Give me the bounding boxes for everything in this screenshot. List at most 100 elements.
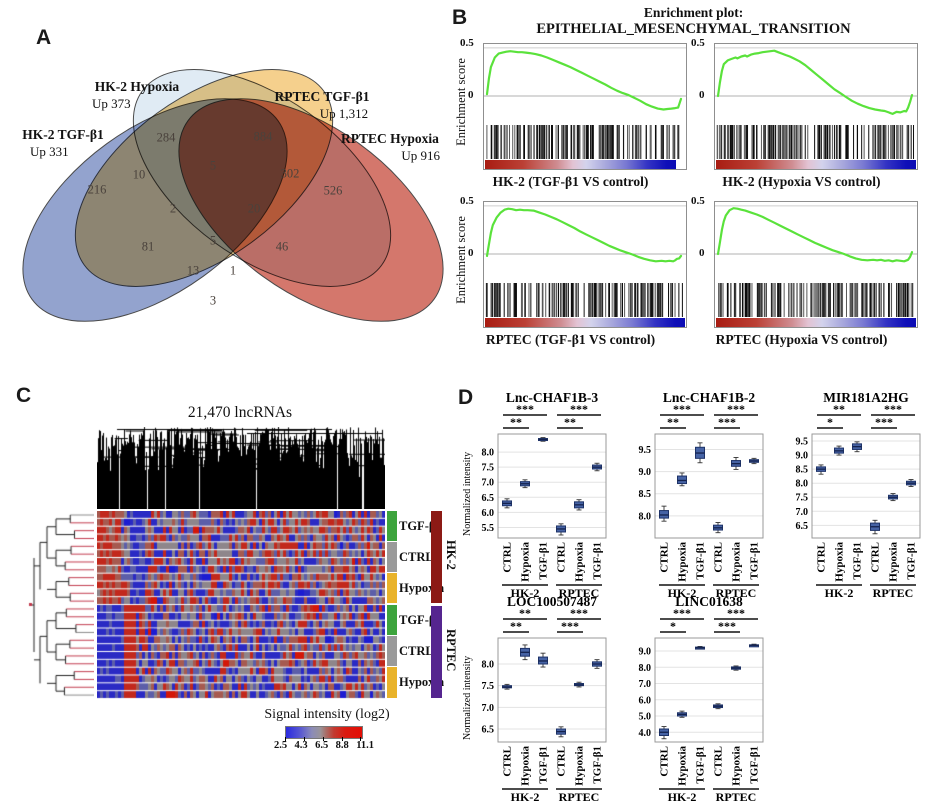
boxplot-xtick: Hypoxia: [677, 746, 689, 786]
significance-stars: ***: [570, 402, 588, 416]
boxplot-xtick: CTRL: [556, 542, 568, 573]
boxplot-ytick: 7.5: [482, 681, 495, 692]
legend-gradient-bar: [285, 726, 363, 739]
boxplot-xtick: Hypoxia: [574, 746, 586, 786]
row-dendrogram: [28, 511, 94, 699]
gsea-ylabel: Enrichment score: [454, 58, 468, 146]
gsea-plot-hk2-tgfb1: Enrichment score 0.5 0 HK-2 (TGF-β1 VS c…: [452, 37, 689, 198]
boxplot-group-label: HK-2: [511, 586, 540, 600]
annotation-tgfb1-hk2: [387, 511, 397, 541]
boxplot-ytick: 8.0: [639, 663, 652, 674]
boxplot-ytick: 9.0: [639, 647, 652, 658]
boxplot-ytick: 8.0: [796, 479, 809, 490]
venn-count-CD: 302: [280, 166, 300, 181]
boxplot-group-label: RPTEC: [559, 790, 600, 803]
venn-set-label-rptec-tgfb1: RPTEC TGF-β1 Up 1,312: [274, 89, 370, 121]
enrichment-curve: [716, 49, 914, 116]
boxplot-ytick: 7.0: [639, 679, 652, 690]
gsea-svg: [483, 201, 687, 328]
boxplot-xtick: TGF-β1: [592, 746, 604, 784]
venn-count-ABC: 2: [169, 201, 177, 216]
venn-set-label-rptec-hypoxia: RPTEC Hypoxia Up 916: [341, 131, 440, 163]
boxplot-title: Lnc-CHAF1B-2: [663, 390, 755, 405]
boxplot-group-label: RPTEC: [716, 586, 757, 600]
significance-stars: ***: [570, 606, 588, 620]
ytick-0.5: 0.5: [691, 37, 705, 49]
venn-set-label-hk2-hypoxia: HK-2 Hypoxia Up 373: [92, 79, 180, 111]
boxplot-xtick: CTRL: [502, 746, 514, 777]
boxplot-xtick: Hypoxia: [731, 542, 743, 582]
ytick-0.5: 0.5: [460, 195, 474, 207]
ytick-0: 0: [699, 247, 705, 259]
boxplot-ytick: 8.0: [639, 511, 652, 522]
boxplot-ytick: 7.0: [482, 478, 495, 489]
enrichment-curve: [485, 50, 683, 111]
gsea-title: Enrichment plot: EPITHELIAL_MESENCHYMAL_…: [536, 5, 851, 37]
box: [677, 475, 687, 485]
gsea-svg: [714, 201, 918, 328]
box: [659, 510, 669, 519]
boxplot-group-label: HK-2: [668, 790, 697, 803]
boxplot-ytick: 7.0: [796, 507, 809, 518]
cell-bar-rptec: [431, 606, 442, 698]
venn-count-AB: 10: [132, 167, 146, 182]
boxplot-group-label: RPTEC: [559, 586, 600, 600]
cell-bar-hk2: [431, 511, 442, 603]
significance-stars: **: [510, 415, 522, 429]
boxplot-xtick: Hypoxia: [520, 746, 532, 786]
boxplot-title: LOC100507487: [507, 594, 597, 609]
boxplot-group-label: HK-2: [825, 586, 854, 600]
legend-tickmark: [342, 737, 343, 741]
boxplot-xtick: CTRL: [816, 542, 828, 573]
boxplot-mir181a2hg: MIR181A2HG6.57.07.58.08.59.09.5*********…: [796, 390, 921, 600]
boxplot-group-label: RPTEC: [716, 790, 757, 803]
boxplot-xtick: Hypoxia: [834, 542, 846, 582]
boxplot-ytick: 9.0: [796, 451, 809, 462]
significance-stars: ***: [875, 415, 893, 429]
significance-stars: ***: [561, 619, 579, 633]
boxplot-ytick: 6.5: [796, 521, 809, 532]
legend-tickmark: [323, 737, 324, 741]
boxplot-ytick: 7.0: [482, 703, 495, 714]
venn-count-BD: 46: [275, 239, 289, 254]
legend-tickmark: [304, 737, 305, 741]
ytick-0: 0: [468, 89, 474, 101]
venn-count-A: 216: [87, 182, 107, 197]
significance-stars: ***: [727, 402, 745, 416]
boxplot-xtick: Hypoxia: [574, 542, 586, 582]
boxplot-ytick: 6.0: [639, 695, 652, 706]
legend-ticks: 2.5 4.3 6.5 8.8 11.1: [274, 740, 374, 751]
gsea-plot-rptec-hypoxia: 0.5 0 RPTEC (Hypoxia VS control): [683, 195, 920, 356]
boxplot-xtick: TGF-β1: [906, 542, 918, 580]
gsea-caption: HK-2 (Hypoxia VS control): [722, 174, 881, 189]
boxplot-xtick: CTRL: [556, 746, 568, 777]
condition-label: CTRL: [399, 550, 434, 564]
significance-stars: **: [833, 402, 845, 416]
gsea-plot-rptec-tgfb1: Enrichment score 0.5 0 RPTEC (TGF-β1 VS …: [452, 195, 689, 356]
gsea-caption: RPTEC (TGF-β1 VS control): [485, 332, 656, 347]
annotation-ctrl-rptec: [387, 636, 397, 666]
venn-ellipse-rptec-hypoxia: [178, 98, 444, 322]
boxplot-ytick: 7.5: [796, 493, 809, 504]
boxplot-xtick: Hypoxia: [888, 542, 900, 582]
venn-set-label-hk2-tgfb1: HK-2 TGF-β1 Up 331: [22, 127, 104, 159]
venn-count-D: 526: [323, 183, 343, 198]
ytick-0: 0: [468, 247, 474, 259]
boxplot-ytick: 8.0: [482, 448, 495, 459]
boxplot-lnc-chaf1b-3: Lnc-CHAF1B-35.56.06.57.07.58.0**********…: [462, 390, 607, 600]
significance-stars: ***: [673, 402, 691, 416]
boxplot-xtick: TGF-β1: [538, 542, 550, 580]
venn-count-ABD: 1: [229, 263, 237, 278]
boxplot-xtick: Hypoxia: [731, 746, 743, 786]
significance-stars: ***: [673, 606, 691, 620]
boxplot-title: Lnc-CHAF1B-3: [506, 390, 598, 405]
significance-stars: *: [670, 619, 676, 633]
significance-stars: ***: [884, 402, 902, 416]
boxplot-ytick: 8.0: [482, 660, 495, 671]
gsea-caption: RPTEC (Hypoxia VS control): [715, 332, 888, 347]
significance-stars: *: [827, 415, 833, 429]
venn-count-B: 284: [156, 130, 176, 145]
